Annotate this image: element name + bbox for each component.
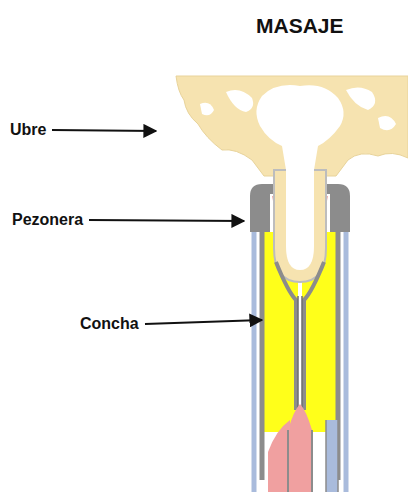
udder-duct: [200, 103, 214, 115]
pulse-tube: [326, 420, 338, 492]
udder-cistern: [256, 85, 343, 170]
teat-canal: [286, 168, 314, 270]
part-label: Ubre: [10, 121, 46, 139]
udder: [176, 76, 408, 176]
milk-tube: [288, 404, 312, 492]
collapsed-liner: [298, 296, 302, 410]
leader-arrow: [145, 320, 262, 324]
diagram-title: MASAJE: [256, 14, 344, 38]
pulse-tube-wall: [326, 420, 338, 492]
collapsed-liner: [276, 262, 324, 410]
udder-duct: [226, 90, 253, 112]
udder-duct: [378, 116, 396, 130]
part-label: Concha: [80, 315, 139, 333]
part-label: Pezonera: [12, 211, 83, 229]
milk-tube-wall: [288, 430, 312, 492]
milk-tube: [268, 420, 290, 492]
leader-arrow: [89, 220, 244, 221]
leader-arrow: [52, 130, 156, 131]
udder-duct: [346, 87, 375, 110]
